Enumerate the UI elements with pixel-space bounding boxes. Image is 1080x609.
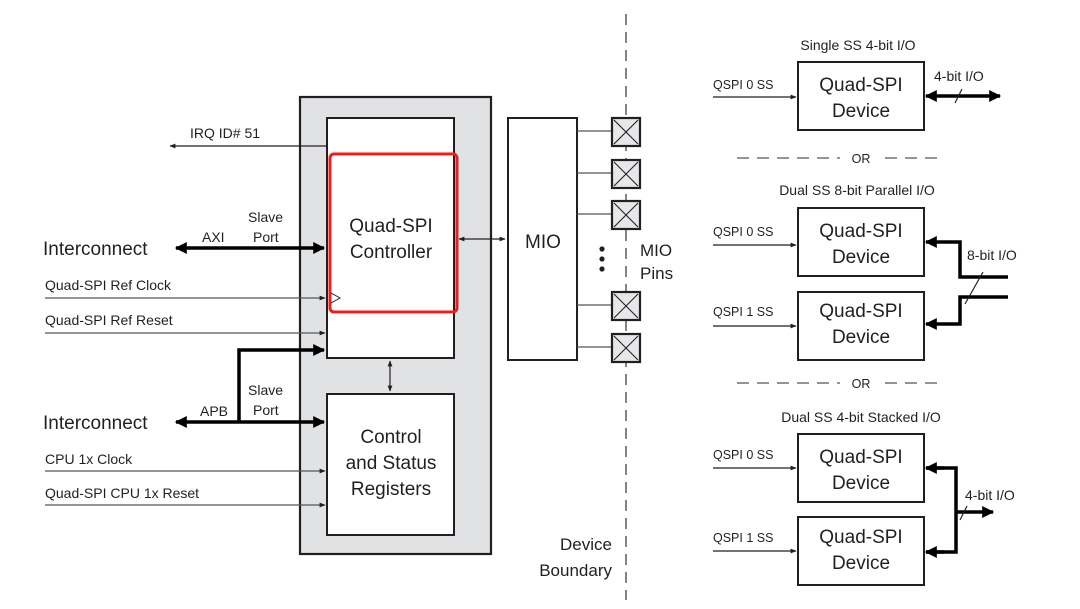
single-device-label-1: Quad-SPI: [819, 75, 902, 96]
ellipsis-dot: [599, 256, 605, 262]
apb-label: APB: [200, 403, 228, 419]
cpu-reset-label: Quad-SPI CPU 1x Reset: [45, 485, 199, 501]
single-device-box: [797, 61, 925, 131]
parallel-io-bus-1: [924, 295, 1008, 330]
registers-box: [326, 393, 455, 536]
single-io-label: 4-bit I/O: [934, 68, 984, 84]
parallel-device-1-label-2: Device: [832, 327, 890, 348]
axi-slave-label: Slave: [248, 209, 283, 225]
registers-label-3: Registers: [351, 479, 431, 500]
controller-box: [326, 117, 455, 359]
single-device-label-2: Device: [832, 101, 890, 122]
bus-width-slash: [954, 88, 963, 104]
mio-pin: [577, 116, 642, 148]
mio-pins: [577, 116, 642, 364]
parallel-device-1-label-1: Quad-SPI: [819, 301, 902, 322]
mio-block: [507, 117, 578, 361]
registers-label-1: Control: [360, 427, 421, 448]
bus-width-slash: [959, 505, 968, 521]
controller-label-2: Controller: [350, 242, 433, 263]
apb-interconnect-label: Interconnect: [43, 413, 148, 434]
parallel-device-0-label-1: Quad-SPI: [819, 221, 902, 242]
controller-highlight: [328, 152, 459, 314]
stacked-device-1-label-2: Device: [832, 553, 890, 574]
stacked-ss0-label: QSPI 0 SS: [713, 448, 773, 462]
parallel-device-0-box: [797, 207, 925, 277]
axi-interconnect-label: Interconnect: [43, 239, 148, 260]
single-ss0-label: QSPI 0 SS: [713, 78, 773, 92]
ellipsis-dot: [599, 246, 605, 252]
parallel-io-bus-0: [924, 236, 1008, 279]
parallel-title: Dual SS 8-bit Parallel I/O: [779, 182, 935, 198]
apb-slave-label: Slave: [248, 382, 283, 398]
parallel-ss1-label: QSPI 1 SS: [713, 305, 773, 319]
cpu-clock-label: CPU 1x Clock: [45, 451, 133, 467]
parallel-device-1-box: [797, 291, 925, 361]
apb-branch-to-controller: [237, 344, 326, 422]
mio-pin: [577, 199, 642, 231]
mio-label: MIO: [525, 232, 561, 253]
axi-label: AXI: [202, 229, 225, 245]
ellipsis-dot: [599, 266, 605, 272]
bus-width-slash: [964, 271, 984, 305]
parallel-io-label: 8-bit I/O: [967, 247, 1017, 263]
single-title: Single SS 4-bit I/O: [800, 37, 915, 53]
stacked-io-label: 4-bit I/O: [965, 487, 1015, 503]
stacked-device-0-label-1: Quad-SPI: [819, 447, 902, 468]
stacked-title: Dual SS 4-bit Stacked I/O: [781, 409, 941, 425]
stacked-device-1-label-1: Quad-SPI: [819, 527, 902, 548]
ref-clock-label: Quad-SPI Ref Clock: [45, 277, 172, 293]
stacked-ss1-label: QSPI 1 SS: [713, 531, 773, 545]
registers-label-2: and Status: [346, 453, 437, 474]
controller-label-1: Quad-SPI: [349, 216, 432, 237]
parallel-device-0-label-2: Device: [832, 247, 890, 268]
clock-input-symbol: [330, 292, 342, 304]
apb-port-label: Port: [253, 402, 279, 418]
device-boundary-label-2: Boundary: [539, 561, 612, 580]
device-boundary-label-1: Device: [560, 535, 612, 554]
ref-reset-label: Quad-SPI Ref Reset: [45, 312, 173, 328]
stacked-device-0-box: [797, 433, 925, 503]
mio-pin: [577, 158, 642, 190]
or-label: OR: [852, 152, 871, 166]
stacked-device-1-box: [797, 516, 925, 586]
or-label: OR: [852, 377, 871, 391]
irq-label: IRQ ID# 51: [190, 125, 260, 141]
axi-port-label: Port: [253, 229, 279, 245]
parallel-ss0-label: QSPI 0 SS: [713, 225, 773, 239]
stacked-device-0-label-2: Device: [832, 473, 890, 494]
mio-pins-label-1: MIO: [640, 241, 672, 260]
mio-pin: [577, 290, 642, 322]
mio-pins-label-2: Pins: [640, 264, 673, 283]
stacked-io-shared-bus: [926, 466, 958, 554]
mio-pin: [577, 332, 642, 364]
